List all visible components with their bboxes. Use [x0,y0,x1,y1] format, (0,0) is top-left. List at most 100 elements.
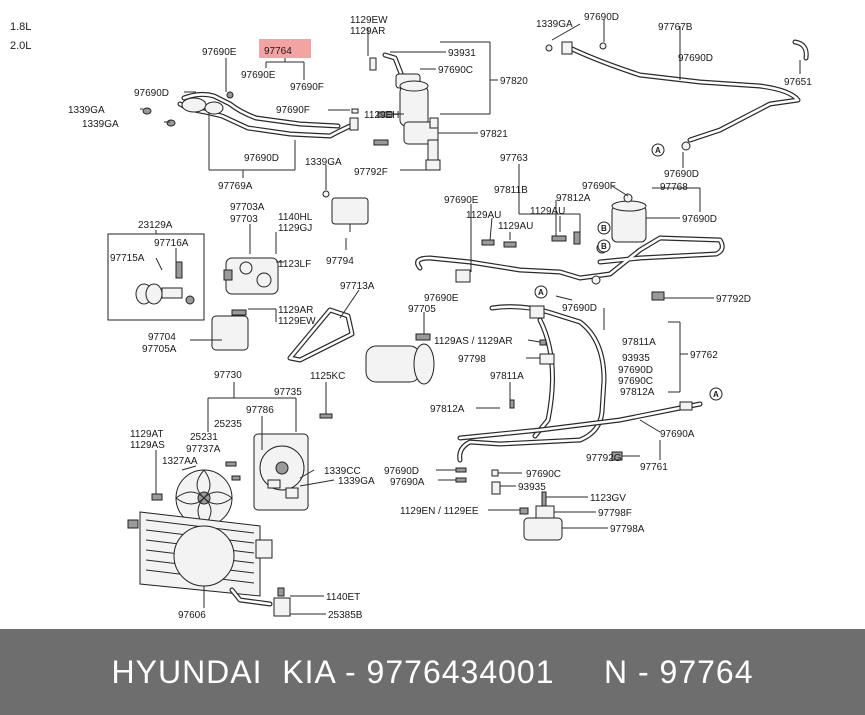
part-label: 97690D [678,53,713,64]
part-label: 93931 [448,48,476,59]
part-label: 97690C [526,469,561,480]
part-label: 1339GA [305,157,342,168]
reference-markers: A A A B B [534,143,723,401]
part-label: 97705A [142,344,177,355]
marker-a-2: A [538,288,544,297]
part-label: 1339GA [82,119,119,130]
part-label: 97730 [214,370,242,381]
part-label: 1129AU [498,221,533,232]
part-label: 97763 [500,153,528,164]
part-label: 1339CC [324,466,361,477]
marker-a-3: A [713,390,719,399]
part-label: 1129AT [130,429,164,440]
part-label: 97737A [186,444,221,455]
part-label: 23129A [138,220,173,231]
part-label: 97735 [274,387,302,398]
condenser [127,461,291,617]
part-label: 97716A [154,238,189,249]
part-label: 97690D [618,365,653,376]
part-label: 25231 [190,432,218,443]
part-label: 97705 [408,304,436,315]
part-label: 97690E [444,195,479,206]
marker-b-1: B [601,224,607,233]
part-label: 1339GA [338,476,375,487]
pulley-kit-parts [135,261,195,305]
part-label: 25385B [328,610,363,621]
part-label: 97792F [354,167,388,178]
condenser-fan-shroud [253,413,333,511]
part-label: 97690C [438,65,473,76]
part-label: 1129AR [350,26,385,37]
part-label: 1123GV [590,493,626,504]
part-label: 97690F [582,181,616,192]
part-label: 1129EN / 1129EE [400,506,479,517]
part-label: 1123LF [278,259,311,270]
part-label: 1140ET [326,592,360,603]
part-label: 97713A [340,281,375,292]
compressor [365,333,435,385]
part-label: 97812A [556,193,591,204]
part-label: 1125KC [310,371,345,382]
part-label: 97690D [244,153,279,164]
part-label: 1129EW [278,316,316,327]
part-label: 97690D [384,466,419,477]
part-label: 97690D [682,214,717,225]
part-label-97764: 97764 [264,46,292,57]
part-label: 97767B [658,22,693,33]
pipe-97761 [457,401,703,461]
part-label: 97769A [218,181,253,192]
part-label: 97761 [640,462,668,473]
engine-variant-2: 2.0L [10,40,31,52]
part-label: 97811B [494,185,528,196]
compressor-bracket [223,190,369,295]
part-label: 1129EW [350,15,388,26]
part-label: 1129EH [364,110,399,121]
part-label: 97798 [458,354,486,365]
part-label: 97762 [690,350,718,361]
footer-banner: HYUNDAI KIA - 9776434001 N - 97764 [0,629,865,715]
part-label: 1327AA [162,456,198,467]
part-label: 97811A [490,371,524,382]
marker-b-2: B [601,242,607,251]
part-label: 97704 [148,332,176,343]
part-label: 97651 [784,77,812,88]
lower-fittings [455,467,563,541]
part-label: 97606 [178,610,206,621]
pipe-97769A [177,91,359,139]
part-label: 25235 [214,419,242,430]
part-label: 97786 [246,405,274,416]
condenser-fan [175,469,233,527]
part-label: 97690D [584,12,619,23]
part-label: 97690E [241,70,276,81]
part-label: 1129GJ [278,223,312,234]
part-label: 97690E [202,47,237,58]
part-label: 97798F [598,508,632,519]
part-labels: 97764 97690E 97690E 97690F 97690D 1339GA… [68,12,812,621]
footer-part-number: HYUNDAI KIA - 9776434001 N - 97764 [111,654,754,690]
part-label: 97690F [290,82,324,93]
part-label: 1129AU [530,206,565,217]
receiver-drier-assembly [369,52,441,171]
part-label: 1129AR [278,305,313,316]
part-label: 97690E [424,293,459,304]
part-label: 97811A [622,337,656,348]
part-label: 97794 [326,256,354,267]
pipe-97763 [415,193,725,301]
part-label: 97690D [562,303,597,314]
part-label: 93935 [622,353,650,364]
part-label: 97715A [110,253,145,264]
pipe-97762 [457,304,607,463]
part-label: 1129AS / 1129AR [434,336,513,347]
part-label: 97798A [610,524,645,535]
part-label: 1339GA [68,105,105,116]
part-label: 1129AS [130,440,165,451]
compressor-belt [211,307,355,363]
part-label: 1339GA [536,19,573,30]
part-label: 97768 [660,182,688,193]
part-label: 97812A [430,404,465,415]
leader-lines [140,20,801,615]
part-label: 97690D [134,88,169,99]
pipe-97767B [545,39,809,151]
part-label: 97703A [230,202,265,213]
